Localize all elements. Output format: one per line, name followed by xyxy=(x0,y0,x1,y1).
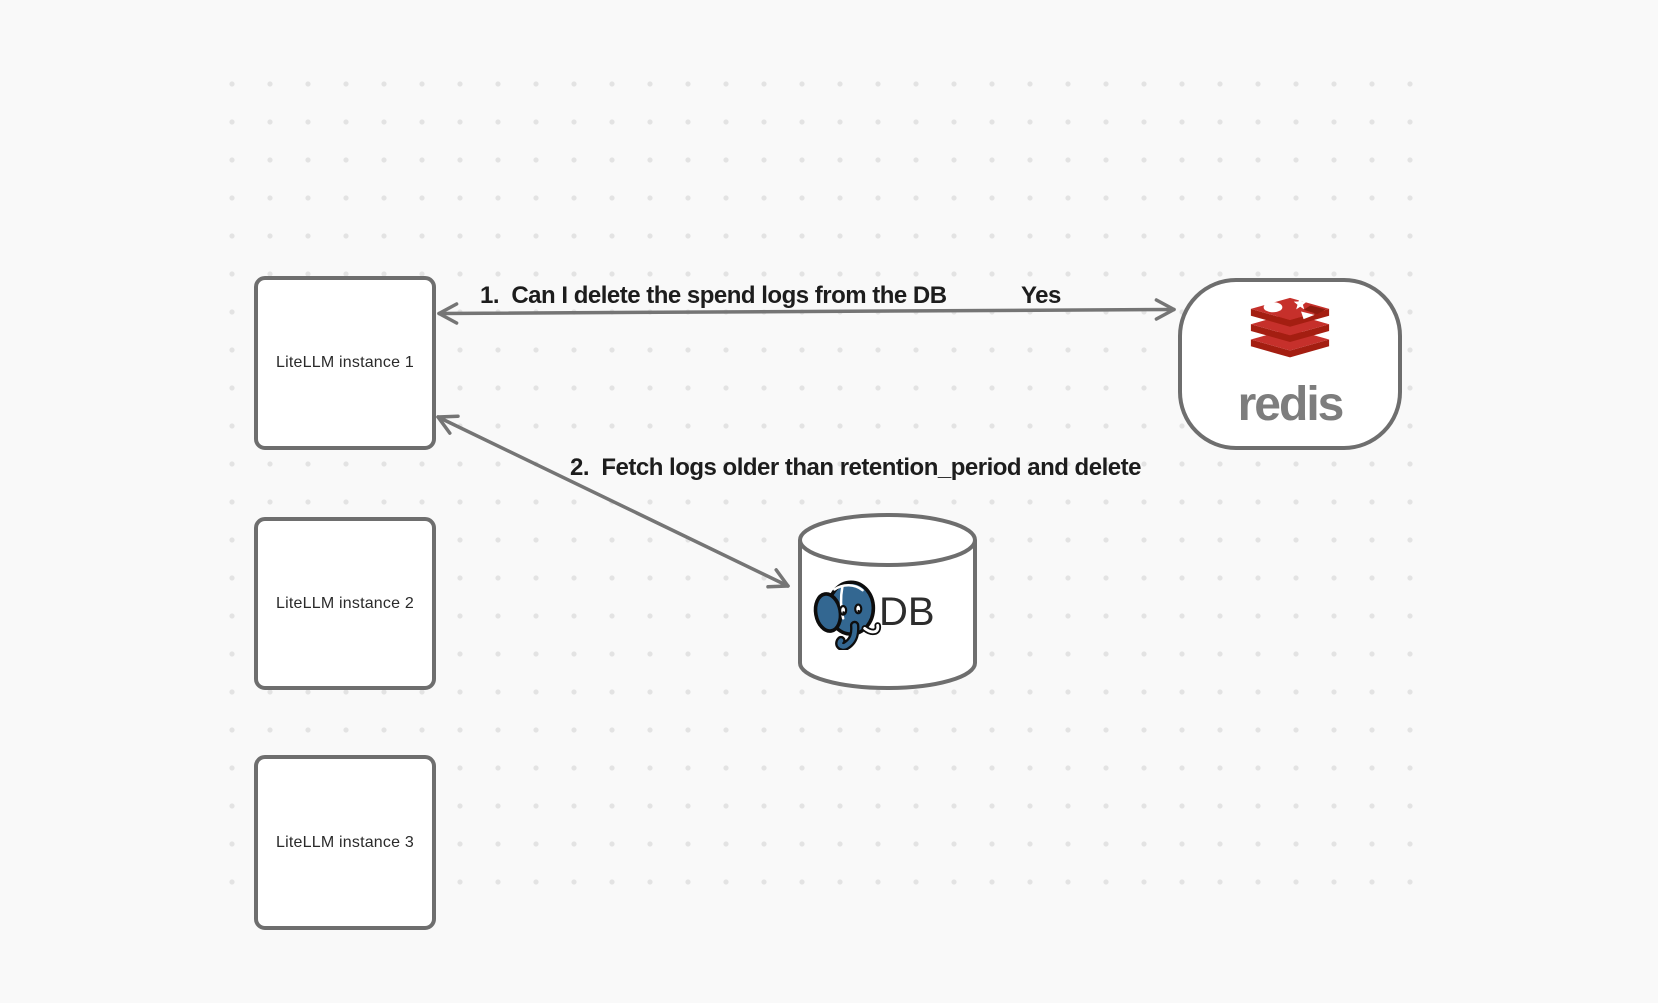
db-label: DB xyxy=(879,590,935,634)
node-litellm-instance-2-label: LiteLLM instance 2 xyxy=(276,594,414,612)
redis-logo-icon xyxy=(1250,297,1330,358)
arrow-1-label[interactable]: 1. Can I delete the spend logs from the … xyxy=(480,282,947,309)
node-litellm-instance-3[interactable]: LiteLLM instance 3 xyxy=(254,755,436,930)
database-cylinder-icon xyxy=(798,513,977,690)
postgresql-logo-icon xyxy=(813,580,882,650)
arrow-2-label[interactable]: 2. Fetch logs older than retention_perio… xyxy=(570,454,1141,481)
node-litellm-instance-2[interactable]: LiteLLM instance 2 xyxy=(254,517,436,690)
redis-wordmark: redis xyxy=(1237,378,1345,431)
node-redis[interactable]: redis xyxy=(1178,278,1402,450)
node-litellm-instance-3-label: LiteLLM instance 3 xyxy=(276,833,414,851)
node-db[interactable]: DB xyxy=(796,511,979,692)
arrow-1-response-label[interactable]: Yes xyxy=(1021,282,1061,309)
node-litellm-instance-1[interactable]: LiteLLM instance 1 xyxy=(254,276,436,450)
node-litellm-instance-1-label: LiteLLM instance 1 xyxy=(276,354,414,371)
